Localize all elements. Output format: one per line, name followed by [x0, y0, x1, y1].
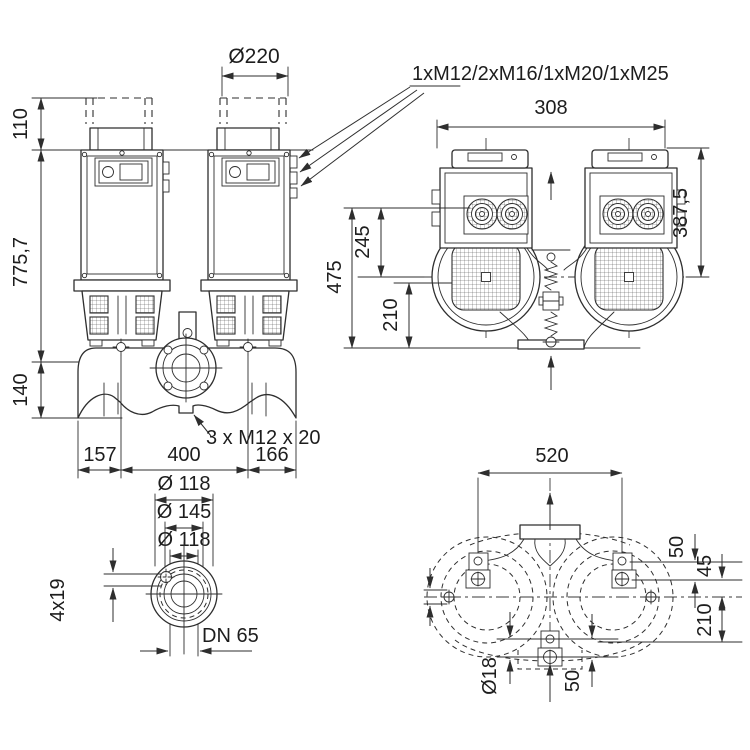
control-knob-left [102, 166, 114, 178]
side-drive-left [431, 149, 533, 249]
dim-side-width: 308 [534, 97, 567, 119]
dim-flange-face: Ø 118 [158, 529, 211, 551]
dim-bolt-spacing: 520 [535, 445, 568, 467]
control-knob-right [229, 166, 241, 178]
dim-width-right: 166 [255, 444, 288, 466]
dim-height-to-top: 387,5 [670, 188, 692, 238]
mount-pad-upper-right [611, 552, 637, 589]
front-view: Ø220 110 775,7 140 [10, 45, 321, 479]
center-valve-assembly [531, 171, 571, 390]
dim-offset-bottom: 50 [562, 670, 584, 692]
front-bottom-dims: 157 400 166 [77, 354, 297, 479]
drive-unit-left [80, 149, 170, 281]
lantern-right [208, 290, 290, 347]
lantern-left [81, 290, 163, 347]
lantern-bolt-right [239, 338, 257, 356]
dim-unit-height: 775,7 [10, 237, 32, 287]
note-plug: 3 x M12 x 20 [206, 427, 321, 449]
dim-base-height: 140 [10, 373, 32, 406]
dim-upper-offset: 245 [352, 225, 374, 258]
motor-right [574, 222, 684, 332]
display-window-right [246, 163, 270, 181]
dim-flange-bolt-circle: Ø 145 [157, 501, 211, 523]
flange-face [145, 541, 223, 655]
dim-nominal-bore: DN 65 [202, 625, 259, 647]
dim-bolt-holes: 4x19 [47, 578, 69, 621]
flange-detail-view: Ø 118 Ø 145 Ø 118 4x19 [47, 473, 259, 657]
dim-width-left: 157 [83, 444, 116, 466]
volute-outline [499, 247, 615, 349]
side-drive-right [584, 149, 686, 249]
side-view: 1xM12/2xM16/1xM20/1xM25 308 [298, 63, 710, 390]
fan-grille [602, 198, 664, 230]
display-window-left [119, 163, 143, 181]
mount-pad-upper-left [465, 552, 491, 589]
dim-flange-outer: Ø 118 [158, 473, 211, 495]
suction-flange [149, 333, 223, 403]
lifting-lug-left [89, 127, 153, 151]
dim-hole-diameter: Ø18 [479, 657, 501, 695]
plan-view: 520 [423, 445, 743, 702]
note-cable-glands: 1xM12/2xM16/1xM20/1xM25 [412, 63, 669, 85]
dim-clearance-height: 110 [10, 108, 32, 140]
dim-overall-height: 475 [324, 260, 346, 293]
cable-gland-plate [289, 155, 298, 199]
dim-lower-offset: 210 [380, 298, 402, 331]
lantern-bolt-left [112, 338, 130, 356]
dim-offset-center: 210 [694, 603, 716, 636]
dim-offset-mid: 45 [694, 555, 716, 577]
dim-clearance-diameter: Ø220 [228, 45, 279, 68]
clearance-outline [85, 97, 287, 124]
dim-width-center: 400 [167, 444, 200, 466]
dim-offset-top: 50 [666, 536, 688, 558]
fan-grille [466, 198, 528, 230]
lifting-lug-right [216, 127, 280, 151]
display-panel-left [94, 157, 153, 187]
mount-pad-bottom [517, 630, 583, 670]
drive-unit-right [207, 149, 298, 281]
display-panel-right [221, 157, 280, 187]
